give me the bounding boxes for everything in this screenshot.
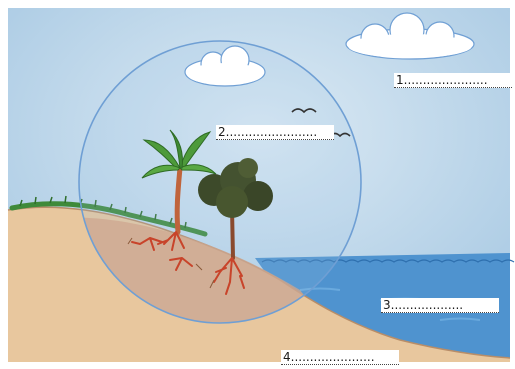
label-4[interactable]: 4...................... xyxy=(281,350,399,365)
label-3[interactable]: 3................... xyxy=(381,298,499,313)
label-2[interactable]: 2........................ xyxy=(216,125,334,140)
label-1[interactable]: 1...................... xyxy=(394,73,512,88)
